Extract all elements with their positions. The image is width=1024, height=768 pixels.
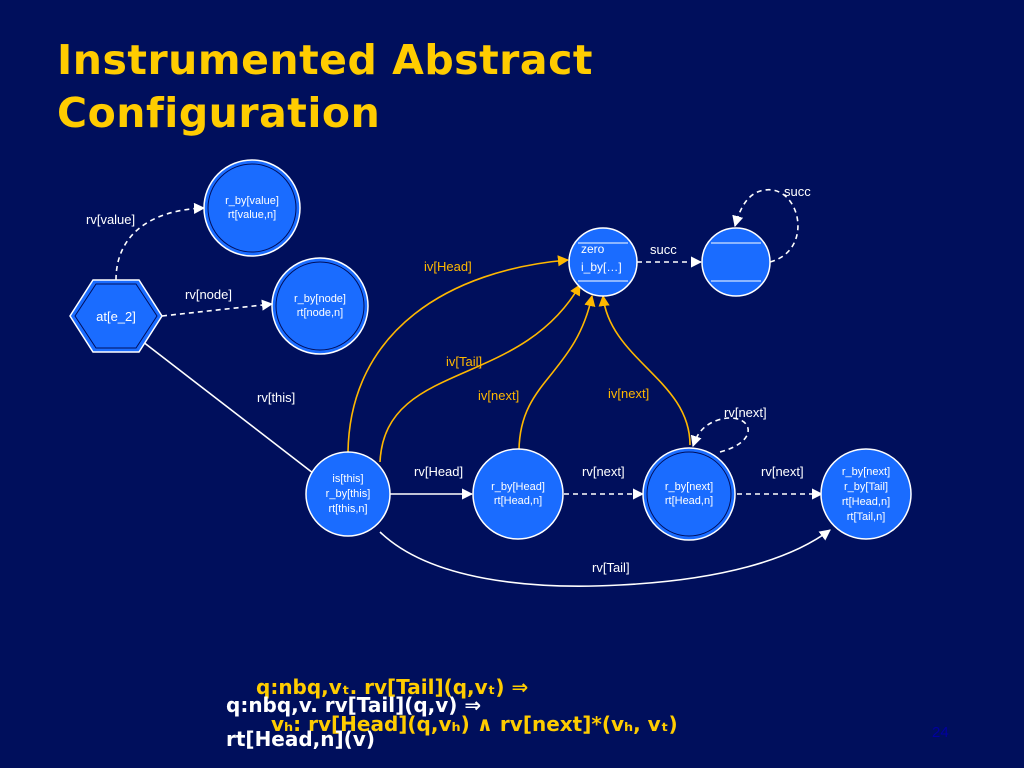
node-head-line-2: rt[Head,n]: [494, 495, 542, 507]
node-tail-line-3: rt[Head,n]: [842, 496, 890, 508]
node-tail: r_by[next] r_by[Tail] rt[Head,n] rt[Tail…: [820, 448, 912, 540]
node-at-label: at[e_2]: [96, 309, 136, 324]
label-rv-tail: rv[Tail]: [592, 560, 630, 575]
node-zero-line-2: i_by[…]: [581, 260, 622, 274]
node-tail-line-1: r_by[next]: [842, 466, 890, 478]
node-node-line-2: rt[node,n]: [297, 307, 343, 319]
node-head-line-1: r_by[Head]: [491, 481, 545, 493]
formula-line-2: q:nbq,v. rv[Tail](q,v) ⇒: [226, 693, 482, 717]
formula-line-4: rt[Head,n](v): [226, 727, 375, 751]
label-rv-next-loop: rv[next]: [724, 405, 767, 420]
label-rv-this: rv[this]: [257, 390, 295, 405]
label-rv-next-2: rv[next]: [761, 464, 804, 479]
node-this-line-3: rt[this,n]: [328, 503, 367, 515]
edge-iv-next-2: [598, 294, 691, 446]
page-number: 24: [932, 724, 949, 741]
node-node: r_by[node] rt[node,n]: [271, 257, 369, 355]
node-zero: zero i_by[…]: [568, 227, 638, 297]
node-value-line-2: rt[value,n]: [228, 209, 276, 221]
edge-rv-value: [115, 202, 206, 281]
node-head: r_by[Head] rt[Head,n]: [472, 448, 564, 540]
node-value: r_by[value] rt[value,n]: [203, 159, 301, 257]
node-at: at[e_2]: [69, 279, 163, 353]
edge-rv-this: [137, 337, 323, 481]
label-iv-head: iv[Head]: [424, 259, 472, 274]
title-line-2: Configuration: [57, 89, 381, 137]
node-node-line-1: r_by[node]: [294, 293, 346, 305]
label-iv-tail: iv[Tail]: [446, 354, 482, 369]
node-tail-line-2: r_by[Tail]: [844, 481, 888, 493]
node-next: r_by[next] rt[Head,n]: [642, 447, 736, 541]
node-zero-line-1: zero: [581, 242, 605, 256]
label-succ-1: succ: [650, 242, 677, 257]
edge-rv-node: [161, 299, 274, 317]
slide-title: Instrumented Abstract Configuration: [57, 34, 593, 140]
node-this-line-1: is[this]: [332, 473, 363, 485]
label-rv-node: rv[node]: [185, 287, 232, 302]
formula-line-1: q:nbq,vₜ. rv[Tail](q,vₜ) ⇒: [256, 675, 529, 699]
edge-succ-loop: [732, 189, 799, 263]
label-iv-next-2: iv[next]: [608, 386, 649, 401]
node-tail-line-4: rt[Tail,n]: [847, 511, 886, 523]
label-rv-next-1: rv[next]: [582, 464, 625, 479]
edge-iv-tail: [379, 284, 581, 463]
node-this: is[this] r_by[this] rt[this,n]: [305, 451, 391, 537]
node-next-line-2: rt[Head,n]: [665, 495, 713, 507]
edge-rv-tail: [379, 529, 831, 587]
node-value-line-1: r_by[value]: [225, 195, 279, 207]
edge-iv-next-1: [518, 294, 596, 451]
label-succ-2: succ: [784, 184, 811, 199]
label-rv-value: rv[value]: [86, 212, 135, 227]
node-right-top: [701, 227, 771, 297]
node-this-line-2: r_by[this]: [326, 488, 371, 500]
title-line-1: Instrumented Abstract: [57, 36, 593, 84]
label-iv-next-1: iv[next]: [478, 388, 519, 403]
label-rv-head: rv[Head]: [414, 464, 463, 479]
node-next-line-1: r_by[next]: [665, 481, 713, 493]
edge-rv-next-loop: [690, 417, 749, 453]
formula-line-3: vₕ: rv[Head](q,vₕ) ∧ rv[next]*(vₕ, vₜ): [271, 712, 678, 736]
edge-iv-head: [347, 255, 570, 453]
